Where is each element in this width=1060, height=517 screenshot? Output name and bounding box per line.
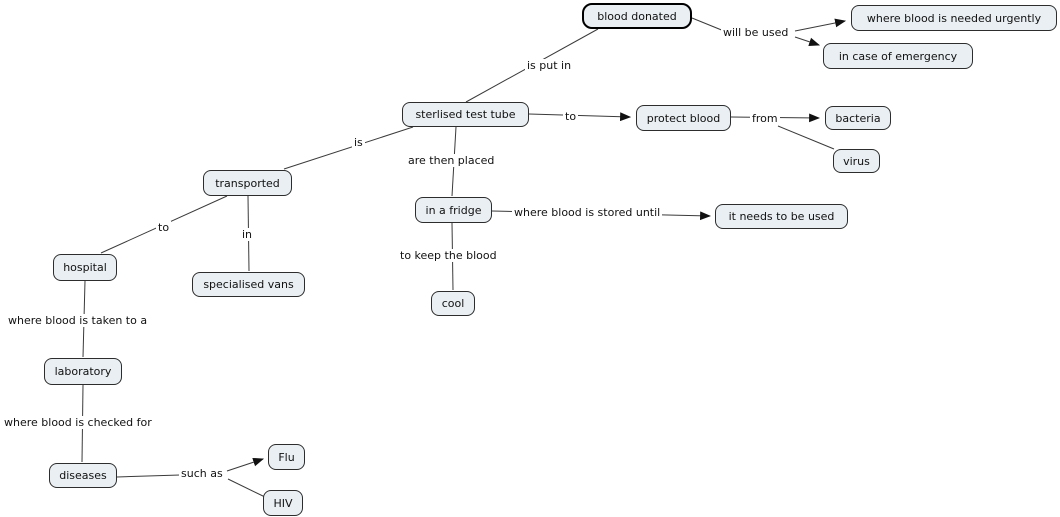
edge-label-such-as[interactable]: such as <box>179 467 225 480</box>
edge-label-where-blood-stored[interactable]: where blood is stored until <box>512 206 663 219</box>
node-specialised-vans[interactable]: specialised vans <box>192 272 305 297</box>
node-blood-donated[interactable]: blood donated <box>582 3 692 29</box>
edge-label-in-vans[interactable]: in <box>240 228 255 241</box>
node-laboratory[interactable]: laboratory <box>44 358 122 385</box>
edge-label-to-keep-blood[interactable]: to keep the blood <box>398 249 499 262</box>
node-cool[interactable]: cool <box>431 291 475 316</box>
edge-label-to-protect[interactable]: to <box>563 110 579 123</box>
connector-line <box>116 474 181 478</box>
node-hiv[interactable]: HIV <box>263 490 303 516</box>
connector-line <box>528 112 632 122</box>
connector-line <box>794 36 821 47</box>
connector-line <box>691 17 725 32</box>
edge-label-are-then-placed[interactable]: are then placed <box>406 154 497 167</box>
node-it-needs-to-be-used[interactable]: it needs to be used <box>715 204 848 229</box>
node-transported[interactable]: transported <box>203 170 292 196</box>
node-where-blood-is-needed-urgently[interactable]: where blood is needed urgently <box>851 5 1057 31</box>
node-in-case-of-emergency[interactable]: in case of emergency <box>823 43 973 69</box>
connector-line <box>283 126 414 170</box>
node-hospital[interactable]: hospital <box>53 254 117 281</box>
connector-line <box>226 457 265 472</box>
edge-label-is[interactable]: is <box>352 136 365 149</box>
edge-label-is-put-in[interactable]: is put in <box>525 59 574 72</box>
edge-label-where-blood-checked[interactable]: where blood is checked for <box>2 416 154 429</box>
edge-label-to-hospital[interactable]: to <box>156 221 172 234</box>
node-flu[interactable]: Flu <box>268 444 305 470</box>
node-in-a-fridge[interactable]: in a fridge <box>415 197 492 223</box>
node-sterlised-test-tube[interactable]: sterlised test tube <box>402 102 529 127</box>
node-protect-blood[interactable]: protect blood <box>636 105 731 131</box>
node-diseases[interactable]: diseases <box>49 463 117 488</box>
node-virus[interactable]: virus <box>833 149 880 173</box>
connector-line <box>227 478 266 498</box>
connector-line <box>794 18 847 32</box>
node-bacteria[interactable]: bacteria <box>825 106 891 130</box>
edge-label-from[interactable]: from <box>750 112 780 125</box>
edge-label-where-blood-taken[interactable]: where blood is taken to a <box>6 314 150 327</box>
connector-line <box>777 125 835 150</box>
edge-label-will-be-used[interactable]: will be used <box>721 26 791 39</box>
